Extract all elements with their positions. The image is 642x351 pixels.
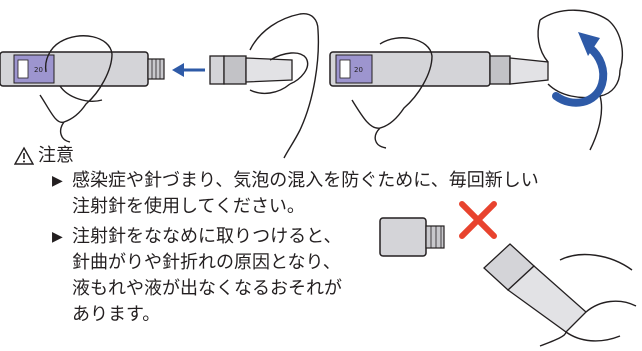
hand-icon (249, 13, 320, 159)
red-x-icon (459, 201, 497, 239)
pen-injector-icon (379, 217, 445, 257)
caution-heading: 注意 (14, 144, 74, 168)
left-arrow-icon (172, 63, 205, 77)
bullet-text-line: あります。 (72, 304, 161, 325)
bullet-text-line: 感染症や針づまり、気泡の混入を防ぐために、毎回新しい (72, 170, 539, 191)
svg-text:20: 20 (354, 66, 363, 74)
incorrect-attachment-illustration (379, 201, 637, 347)
needle-cap-icon (483, 243, 587, 333)
svg-text:20: 20 (34, 66, 43, 74)
warning-triangle-icon (14, 146, 34, 165)
hand-icon (351, 37, 433, 149)
bullet-text-line: 注射針を使用してください。 (72, 196, 305, 217)
pen-injector-icon: 20 (329, 51, 549, 87)
bullet-text-line: 注射針をななめに取りつけると、 (72, 226, 342, 247)
bullet-text-line: 液もれや液が出なくなるおそれが (72, 278, 342, 299)
panel-attach-needle: 20 (0, 13, 320, 159)
bullet-marker-icon: ▶ (52, 229, 63, 245)
pen-injector-icon: 20 (0, 51, 165, 87)
caution-bullet-new-needle: ▶ 感染症や針づまり、気泡の混入を防ぐために、毎回新しい 注射針を使用してくださ… (52, 168, 539, 220)
bullet-text-line: 針曲がりや針折れの原因となり、 (72, 252, 341, 273)
hand-icon (539, 253, 637, 347)
caution-heading-text: 注意 (38, 145, 74, 166)
panel-twist-needle: 20 (329, 9, 624, 151)
caution-bullet-slanted-needle: ▶ 注射針をななめに取りつけると、 針曲がりや針折れの原因となり、 液もれや液が… (52, 224, 342, 328)
curved-arrow-icon (552, 32, 608, 107)
hand-icon (537, 9, 624, 151)
bullet-marker-icon: ▶ (52, 173, 63, 189)
needle-cap-icon (209, 55, 293, 85)
hand-icon (39, 35, 113, 143)
